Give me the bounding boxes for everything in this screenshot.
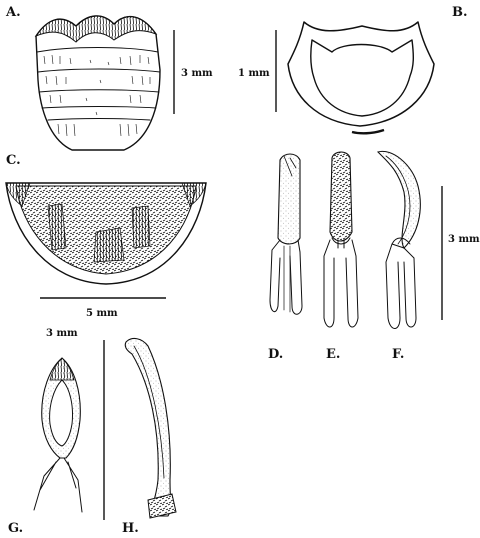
elytron-hatched-patch-3 xyxy=(93,227,125,263)
curved-aedeagus-inner xyxy=(133,345,165,479)
aedeagus-f-joint xyxy=(391,237,411,245)
panel-f: F. xyxy=(376,150,421,362)
elytron-corner-left xyxy=(5,182,31,207)
aedeagus-f-parameres xyxy=(385,243,417,329)
panel-label-f: F. xyxy=(392,347,404,362)
abdomen-outline xyxy=(35,15,161,151)
panel-label-h: H. xyxy=(122,521,139,536)
pronotum-outer xyxy=(287,21,435,127)
scale-label-def: 3 mm xyxy=(448,234,480,245)
aedeagus-e-base xyxy=(331,237,351,249)
panel-h: H. xyxy=(122,337,177,536)
scale-label-c: 5 mm xyxy=(86,308,118,319)
panel-label-a: A. xyxy=(5,5,21,20)
aedeagus-d-inner-line xyxy=(283,245,291,313)
panel-g: 3 mm G. xyxy=(8,328,83,536)
panel-b: B. 1 mm xyxy=(238,5,468,135)
spiculum-arms xyxy=(33,457,83,513)
scale-label-a: 3 mm xyxy=(181,68,213,79)
aedeagus-d-median-lobe xyxy=(277,153,301,245)
panel-label-e: E. xyxy=(326,347,340,362)
aedeagus-e-parameres xyxy=(323,239,359,328)
elytron-hatched-patch-1 xyxy=(47,203,67,251)
spiculum-inner xyxy=(49,379,73,447)
curved-aedeagus-base xyxy=(147,493,177,519)
segment-line-5 xyxy=(47,118,151,121)
aedeagus-d-tip-detail xyxy=(283,155,297,177)
curved-aedeagus-body xyxy=(124,337,172,517)
segment-line-3 xyxy=(38,89,160,93)
segment-line-2 xyxy=(37,68,161,73)
aedeagus-f-inner-sac xyxy=(385,155,411,245)
panel-c: C. 5 mm xyxy=(5,153,207,319)
pronotum-flange xyxy=(351,128,385,135)
abdomen-drawing xyxy=(34,15,161,151)
elytron-corner-right xyxy=(181,182,207,207)
panel-label-b: B. xyxy=(452,5,468,20)
segment-line-4 xyxy=(41,106,157,109)
aedeagus-f-median-lobe xyxy=(376,150,421,249)
panel-e: E. xyxy=(323,151,359,362)
panel-a: A. 3 mm xyxy=(5,5,213,151)
scale-label-b: 1 mm xyxy=(238,68,270,79)
panel-label-d: D. xyxy=(268,347,283,362)
panel-label-c: C. xyxy=(6,153,21,168)
panel-label-g: G. xyxy=(8,521,23,536)
abdomen-setae xyxy=(43,54,151,137)
pronotum-inner xyxy=(309,39,415,117)
panel-d: D. xyxy=(268,153,303,362)
abdomen-top-band xyxy=(34,15,158,43)
scale-label-gh: 3 mm xyxy=(46,328,78,339)
segment-line-1 xyxy=(36,47,159,53)
aedeagus-e-median-lobe xyxy=(329,151,353,242)
elytron-hatched-patch-2 xyxy=(131,205,151,249)
aedeagus-d-parameres xyxy=(269,239,303,315)
spiculum-apex-hatch xyxy=(49,357,75,381)
